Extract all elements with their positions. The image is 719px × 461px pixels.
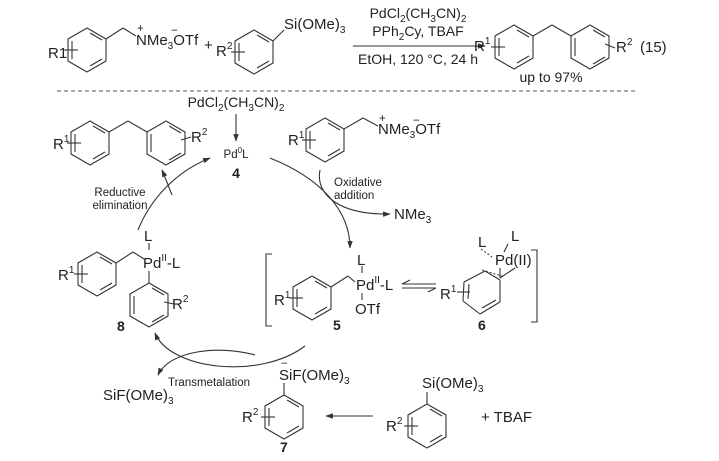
int6-r1: R1: [440, 284, 457, 303]
nme3-byproduct: NMe3: [394, 206, 432, 226]
yield-label: up to 97%: [519, 69, 582, 85]
precatalyst-label: PdCl2(CH3CN)2: [188, 94, 285, 114]
bracket-right: [531, 249, 538, 323]
nme3-release-arc: [318, 169, 391, 217]
tbaf-additive: + TBAF: [481, 409, 532, 426]
int6-ligand-right: L: [511, 228, 519, 245]
compound-5-number: 5: [333, 317, 341, 333]
cycle-product-r1: R1: [53, 134, 70, 153]
cycle-substrate: R1 NMe3OTf + −: [288, 113, 441, 163]
transmetalation-arc: [154, 332, 306, 368]
int6-ligand-left: L: [478, 234, 486, 251]
silane-reagent: Si(OMe)3 R2: [386, 375, 484, 449]
plus-sign: +: [204, 37, 213, 54]
intermediate-8: R1 L PdII-L R2 8: [58, 228, 189, 334]
pd0-catalyst-label: Pd0L: [224, 146, 250, 161]
int8-ligand-top: L: [144, 228, 152, 245]
substrate-positive-charge: +: [379, 113, 386, 125]
reductive-label-2: elimination: [93, 200, 148, 212]
equation-number: (15): [640, 39, 667, 56]
int5-r1: R1: [274, 290, 291, 309]
int8-r2: R2: [172, 294, 189, 313]
transmetalation-label: Transmetalation: [168, 377, 250, 389]
int8-metal: PdII-L: [143, 253, 180, 272]
int8-r1: R1: [58, 265, 75, 284]
r2-label: R2: [216, 41, 233, 60]
int6-metal: Pd(II): [495, 252, 532, 269]
int5-ligand-top: L: [357, 252, 365, 269]
silane-r2: R2: [386, 416, 403, 435]
product-release-arc: [161, 169, 173, 196]
product-diarylmethane: R1 R2 (15) up to 97%: [474, 24, 667, 85]
int5-metal: PdII-L: [356, 275, 393, 294]
compound-4-number: 4: [232, 165, 240, 181]
substrate-r1: R1: [288, 130, 305, 149]
reactant-benzylammonium: R1 NMe3OTf + −: [48, 23, 199, 73]
silicate-charge: −: [281, 358, 288, 370]
oxidative-addition-arc: [269, 157, 353, 249]
r1-label: R1: [48, 45, 67, 62]
silicate-group: SiF(OMe)3: [279, 367, 350, 387]
equilibrium-arrows: [401, 279, 437, 293]
compound-7-number: 7: [280, 439, 288, 455]
product-r2-label: R2: [616, 37, 633, 56]
silicate-r2: R2: [242, 407, 259, 426]
ammonium-group-label: NMe3OTf: [136, 32, 199, 52]
bracket-left: [265, 253, 272, 327]
reactant-arylsilane: R2 Si(OMe)3: [216, 16, 346, 75]
intermediate-6: R1 L L Pd(II) 6: [440, 228, 532, 333]
reductive-elimination-arc: [137, 157, 211, 231]
cycle-product: R1 R2: [53, 120, 208, 166]
sif-byproduct: SiF(OMe)3: [103, 387, 174, 407]
silicate-7: SiF(OMe)3 − R2 7: [242, 358, 350, 455]
negative-charge: −: [171, 25, 178, 37]
reaction-conditions: PdCl2(CH3CN)2 PPh2Cy, TBAF EtOH, 120 °C,…: [353, 5, 486, 67]
substrate-negative-charge: −: [413, 115, 420, 127]
oxidative-label-1: Oxidative: [334, 177, 382, 189]
compound-6-number: 6: [478, 317, 486, 333]
condition-solvent-temp-time: EtOH, 120 °C, 24 h: [358, 51, 478, 67]
sif-release-arc: [157, 349, 256, 376]
intermediate-5: R1 L PdII-L OTf 5: [274, 252, 393, 333]
substrate-group: NMe3OTf: [378, 121, 441, 141]
oxidative-label-2: addition: [334, 190, 374, 202]
condition-catalyst: PdCl2(CH3CN)2: [370, 5, 467, 25]
product-r1-label: R1: [474, 36, 491, 55]
int5-ligand-bottom: OTf: [355, 301, 381, 318]
reductive-label-1: Reductive: [94, 187, 145, 199]
silane-group-label: Si(OMe)3: [284, 16, 346, 36]
positive-charge: +: [137, 23, 144, 35]
cycle-product-r2: R2: [191, 127, 208, 146]
silane-group: Si(OMe)3: [422, 375, 484, 395]
condition-ligand: PPh2Cy, TBAF: [372, 23, 463, 43]
compound-8-number: 8: [117, 318, 125, 334]
